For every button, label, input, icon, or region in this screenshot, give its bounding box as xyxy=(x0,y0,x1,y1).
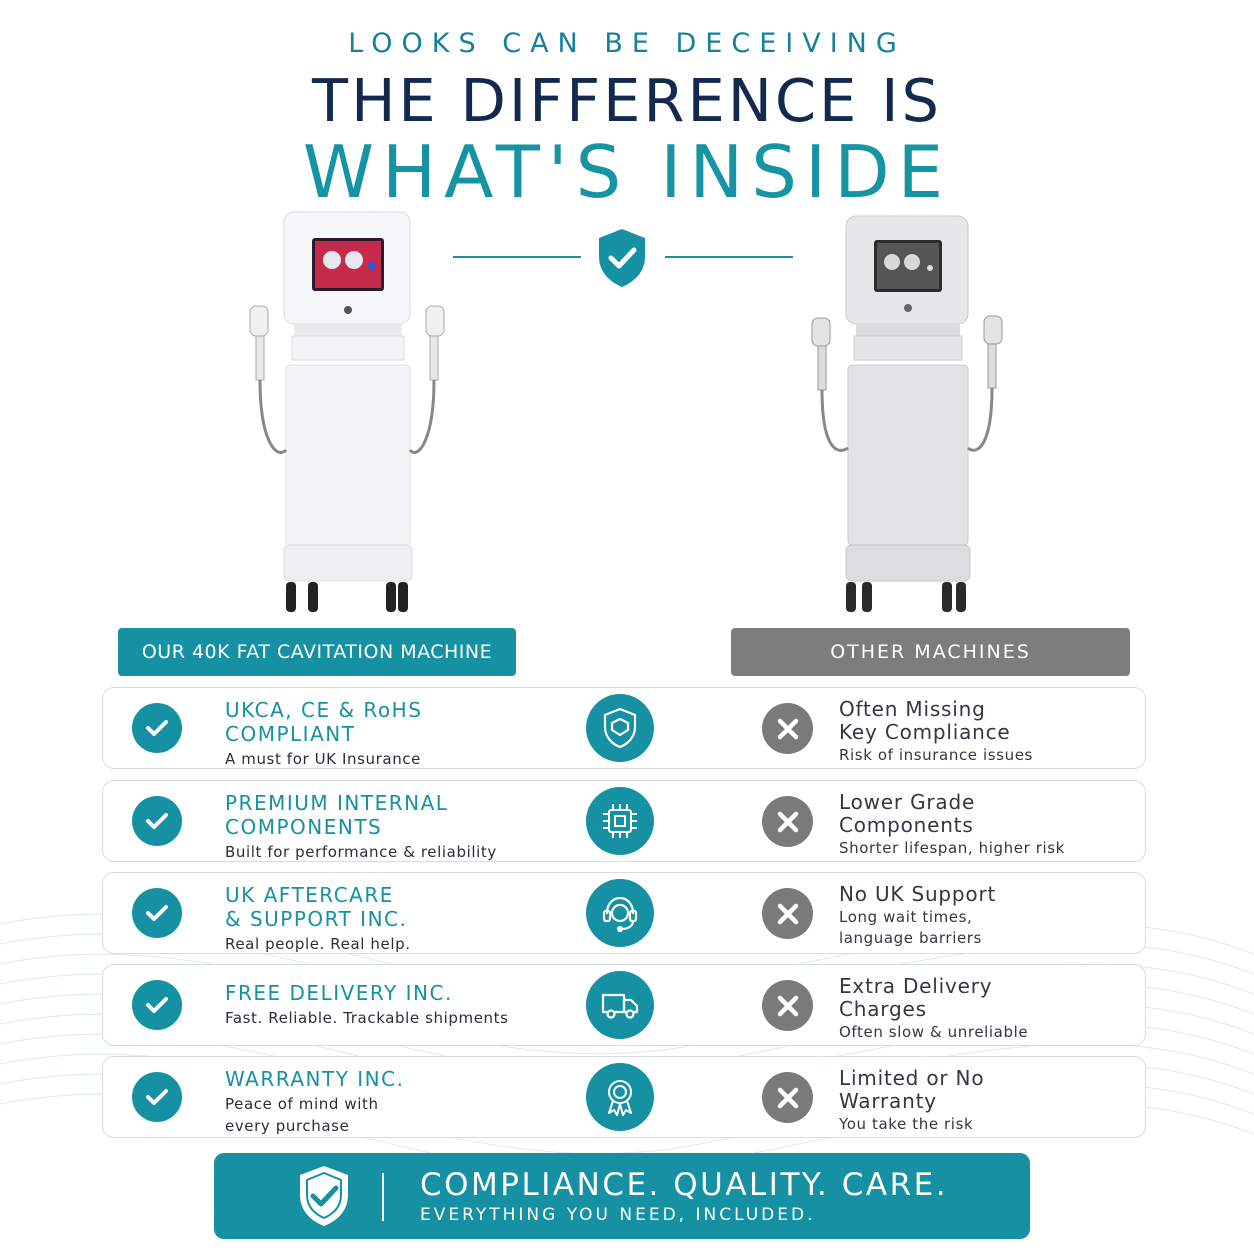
feature-title: FREE DELIVERY INC. xyxy=(225,981,453,1005)
divider-line-right xyxy=(665,256,793,258)
shield-check-icon xyxy=(599,229,645,287)
headline-line-1: THE DIFFERENCE IS xyxy=(312,66,942,135)
cross-icon xyxy=(762,796,813,847)
feature-subtitle: Fast. Reliable. Trackable shipments xyxy=(225,1009,509,1027)
headline-line-2: WHAT'S INSIDE xyxy=(302,130,952,214)
eyebrow-tagline: LOOKS CAN BE DECEIVING xyxy=(348,28,906,59)
comparison-row-delivery: FREE DELIVERY INC. Fast. Reliable. Track… xyxy=(102,964,1146,1046)
comparison-row-components: PREMIUM INTERNAL COMPONENTS Built for pe… xyxy=(102,780,1146,862)
cross-icon xyxy=(762,1072,813,1123)
machine-image-ours xyxy=(249,211,445,612)
headset-icon xyxy=(586,879,654,947)
column-label-other: OTHER MACHINES xyxy=(731,628,1130,676)
other-title: Lower Grade Components xyxy=(839,790,976,837)
feature-title: UKCA, CE & RoHS COMPLIANT xyxy=(225,698,423,746)
other-subtitle: Often slow & unreliable xyxy=(839,1023,1029,1041)
footer-divider xyxy=(382,1173,384,1221)
other-subtitle: Long wait times, language barriers xyxy=(839,908,982,947)
other-title: Limited or No Warranty xyxy=(839,1066,985,1113)
feature-subtitle: Built for performance & reliability xyxy=(225,843,497,861)
shield-icon xyxy=(586,694,654,762)
feature-title: PREMIUM INTERNAL COMPONENTS xyxy=(225,791,449,839)
column-label-ours: OUR 40K FAT CAVITATION MACHINE xyxy=(118,628,516,676)
chip-icon xyxy=(586,787,654,855)
feature-subtitle: Peace of mind with every purchase xyxy=(225,1095,379,1135)
other-title: No UK Support xyxy=(839,882,997,906)
check-icon xyxy=(132,888,182,938)
cross-icon xyxy=(762,888,813,939)
other-subtitle: Shorter lifespan, higher risk xyxy=(839,839,1065,857)
footer-subtitle: EVERYTHING YOU NEED, INCLUDED. xyxy=(420,1205,816,1225)
comparison-row-compliance: UKCA, CE & RoHS COMPLIANT A must for UK … xyxy=(102,687,1146,769)
other-subtitle: You take the risk xyxy=(839,1115,974,1133)
award-ribbon-icon xyxy=(586,1063,654,1131)
feature-title: UK AFTERCARE & SUPPORT INC. xyxy=(225,883,408,931)
check-icon xyxy=(132,980,182,1030)
cross-icon xyxy=(762,980,813,1031)
feature-subtitle: A must for UK Insurance xyxy=(225,750,421,768)
comparison-row-support: UK AFTERCARE & SUPPORT INC. Real people.… xyxy=(102,872,1146,954)
shield-check-icon xyxy=(300,1166,348,1226)
other-subtitle: Risk of insurance issues xyxy=(839,746,1033,764)
machine-image-other xyxy=(811,215,1003,612)
cross-icon xyxy=(762,703,813,754)
divider-line-left xyxy=(453,256,581,258)
other-title: Often Missing Key Compliance xyxy=(839,697,1011,744)
feature-subtitle: Real people. Real help. xyxy=(225,935,411,953)
comparison-row-warranty: WARRANTY INC. Peace of mind with every p… xyxy=(102,1056,1146,1138)
truck-icon xyxy=(586,971,654,1039)
check-icon xyxy=(132,703,182,753)
footer-banner: COMPLIANCE. QUALITY. CARE. EVERYTHING YO… xyxy=(214,1153,1030,1239)
check-icon xyxy=(132,1072,182,1122)
feature-title: WARRANTY INC. xyxy=(225,1067,405,1091)
footer-title: COMPLIANCE. QUALITY. CARE. xyxy=(420,1167,949,1203)
check-icon xyxy=(132,796,182,846)
other-title: Extra Delivery Charges xyxy=(839,974,993,1021)
